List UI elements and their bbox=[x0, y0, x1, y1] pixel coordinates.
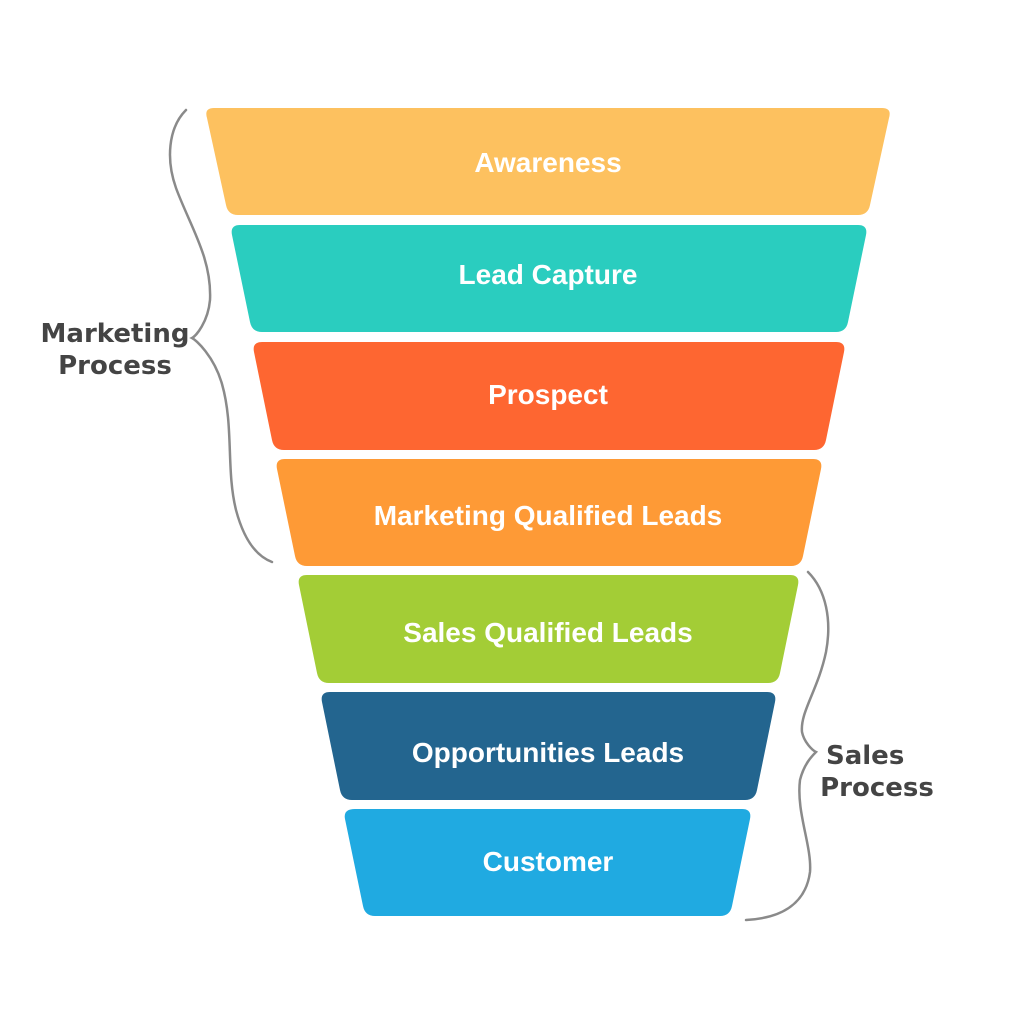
funnel-stage-shape bbox=[253, 342, 845, 450]
funnel-stage-awareness: Awareness bbox=[206, 108, 890, 215]
sales-process-label-line2: Process bbox=[820, 773, 934, 803]
funnel-stage-shape bbox=[206, 108, 890, 215]
funnel-stage-shape bbox=[344, 809, 751, 916]
funnel-stage-shape bbox=[298, 575, 799, 683]
funnel-stage-shape bbox=[276, 459, 822, 566]
funnel-stage-shape bbox=[321, 692, 776, 800]
funnel-stage-marketing-qualified-leads: Marketing Qualified Leads bbox=[276, 459, 822, 566]
funnel-stage-label: Marketing Qualified Leads bbox=[374, 500, 723, 531]
funnel-stage-prospect: Prospect bbox=[253, 342, 845, 450]
sales-process-label-line1: Sales bbox=[826, 741, 905, 771]
sales-process-label: Sales Process bbox=[812, 740, 942, 804]
sales-process-brace bbox=[744, 570, 830, 922]
marketing-process-brace bbox=[168, 108, 274, 564]
funnel-stage-label: Awareness bbox=[474, 147, 621, 178]
funnel-stage-shape bbox=[231, 225, 867, 332]
marketing-process-label-line1: Marketing bbox=[40, 319, 190, 349]
funnel-stage-lead-capture: Lead Capture bbox=[231, 225, 867, 332]
marketing-process-label: Marketing Process bbox=[30, 318, 200, 382]
funnel-stage-label: Sales Qualified Leads bbox=[403, 617, 692, 648]
funnel-stage-label: Customer bbox=[483, 846, 614, 877]
marketing-process-label-line2: Process bbox=[58, 351, 172, 381]
funnel-stage-label: Opportunities Leads bbox=[412, 737, 684, 768]
funnel-stage-customer: Customer bbox=[344, 809, 751, 916]
funnel-stage-label: Prospect bbox=[488, 379, 608, 410]
funnel-stage-sales-qualified-leads: Sales Qualified Leads bbox=[298, 575, 799, 683]
funnel-stage-opportunities-leads: Opportunities Leads bbox=[321, 692, 776, 800]
funnel-stage-label: Lead Capture bbox=[459, 259, 638, 290]
